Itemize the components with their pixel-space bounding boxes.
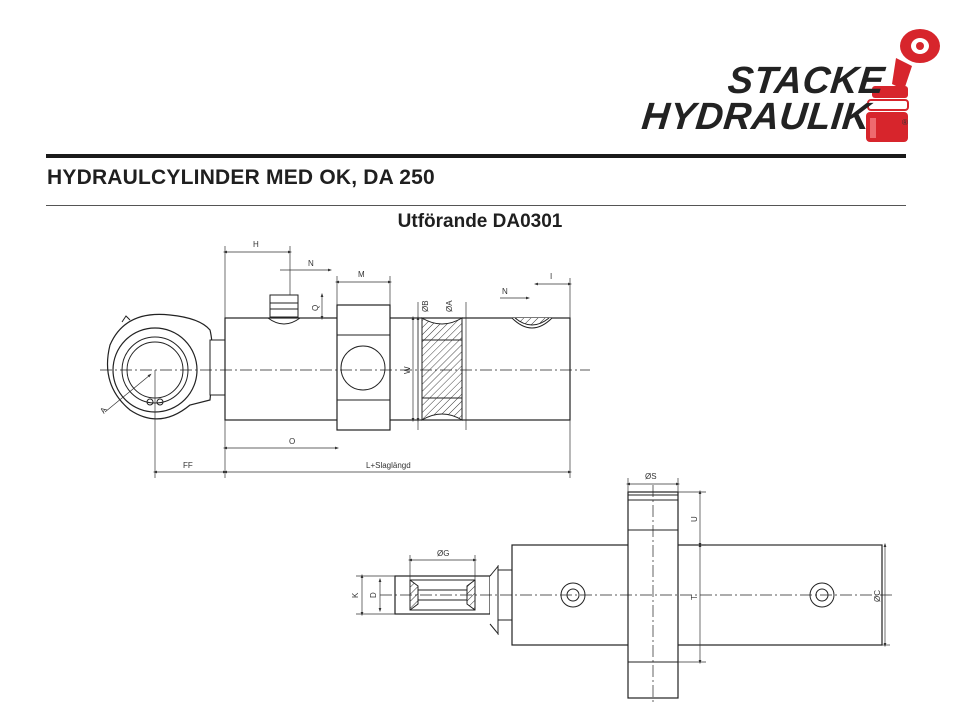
title-divider xyxy=(46,205,906,206)
dim-label-i: I xyxy=(550,272,552,281)
page-title: HYDRAULCYLINDER MED OK, DA 250 xyxy=(47,166,435,189)
side-view xyxy=(100,294,590,431)
registered-mark: ® xyxy=(902,118,908,127)
top-view xyxy=(380,485,895,705)
dim-label-k: K xyxy=(351,592,360,598)
header-rule xyxy=(46,154,906,158)
dim-label-o: O xyxy=(289,437,295,446)
dim-label-h: H xyxy=(253,240,259,249)
dim-label-a-eye: A xyxy=(98,405,109,415)
dim-label-n-right: N xyxy=(502,287,508,296)
dim-label-q: Q xyxy=(311,305,320,311)
dim-label-d: D xyxy=(369,592,378,598)
side-view-dimensions xyxy=(104,246,573,478)
dim-label-w: W xyxy=(403,366,412,374)
dim-label-g: ØG xyxy=(437,549,449,558)
variant-subtitle: Utförande DA0301 xyxy=(397,211,563,232)
dim-label-m: M xyxy=(358,270,365,279)
top-view-dimensions xyxy=(356,478,890,665)
dim-label-t: T xyxy=(690,595,699,600)
dim-label-a-bore: ØA xyxy=(445,300,454,312)
cylinder-emblem-icon xyxy=(866,29,940,142)
dim-label-l: L+Slaglängd xyxy=(366,461,411,470)
stacke-hydraulik-logo: STACKE HYDRAULIK ® xyxy=(640,28,940,148)
dim-label-b: ØB xyxy=(421,300,430,312)
dim-label-n-top: N xyxy=(308,259,314,268)
dim-label-c: ØC xyxy=(873,590,882,602)
dim-label-u: U xyxy=(690,516,699,522)
dim-label-ff: FF xyxy=(183,461,193,470)
dim-label-s: ØS xyxy=(645,472,657,481)
